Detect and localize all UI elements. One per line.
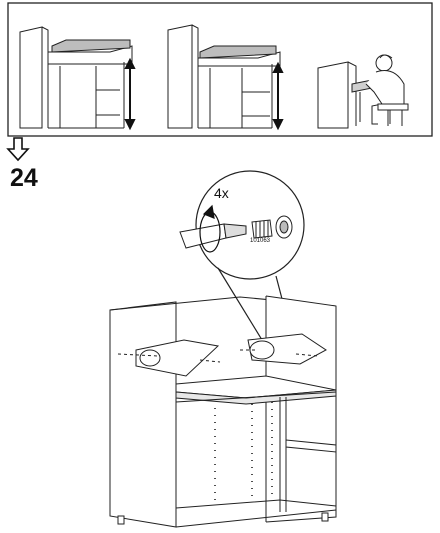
screwdriver-icon <box>179 223 247 249</box>
detail-callout-circle <box>195 170 305 280</box>
quantity-label: 4x <box>214 185 229 201</box>
part-code-label: 101063 <box>250 238 271 244</box>
overview-frame <box>7 2 433 137</box>
desk-low-figure <box>167 24 281 129</box>
screw-icon <box>251 215 293 239</box>
desk-high-figure <box>19 26 133 129</box>
next-step-arrow-icon <box>6 137 30 162</box>
height-arrow-2 <box>272 61 284 131</box>
step-number: 24 <box>10 164 38 192</box>
cabinet-figure <box>109 295 337 528</box>
height-arrow-1 <box>124 57 136 131</box>
rotation-arrow-icon <box>199 204 221 253</box>
person-at-desk-figure <box>317 54 409 129</box>
